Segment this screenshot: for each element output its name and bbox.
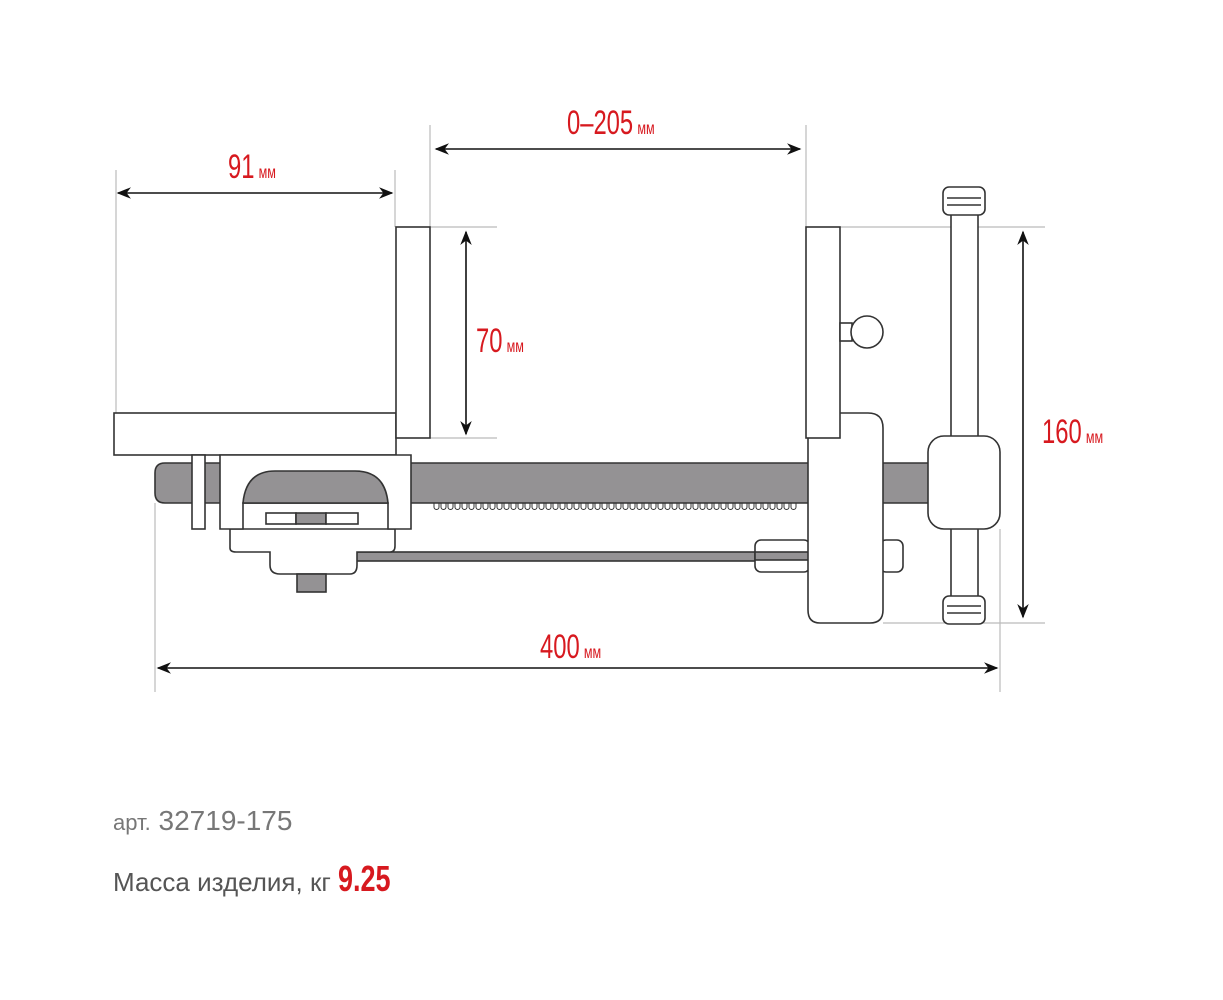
rack-tooth (531, 503, 538, 510)
rack-tooth (594, 503, 601, 510)
article-label: арт. (113, 810, 151, 835)
rack-tooth (580, 503, 587, 510)
rack-tooth (755, 503, 762, 510)
rack-tooth (643, 503, 650, 510)
rack-tooth (475, 503, 482, 510)
rack-tooth (762, 503, 769, 510)
handle-cap-top (942, 186, 986, 216)
rack-tooth (461, 503, 468, 510)
product-mass: Масса изделия, кг 9.25 (113, 858, 408, 900)
rack-tooth (454, 503, 461, 510)
base-plate (113, 412, 397, 456)
rack-tooth (650, 503, 657, 510)
lower-rod (354, 551, 811, 562)
mass-label: Масса изделия, кг (113, 867, 331, 897)
rack-tooth (517, 503, 524, 510)
rack-tooth (433, 503, 440, 510)
rack-tooth (510, 503, 517, 510)
rack-tooth (538, 503, 545, 510)
rack-tooth (559, 503, 566, 510)
rack-tooth (489, 503, 496, 510)
rack-tooth (713, 503, 720, 510)
rack-tooth (545, 503, 552, 510)
rack-tooth (629, 503, 636, 510)
rack-tooth (790, 503, 797, 510)
rack-tooth (573, 503, 580, 510)
rack-tooth (524, 503, 531, 510)
lower-housing (229, 528, 396, 575)
article-number: арт. 32719-175 (113, 805, 292, 837)
movable-jaw (805, 226, 841, 439)
rack-tooth (657, 503, 664, 510)
vise (113, 186, 1001, 625)
rack-tooth (503, 503, 510, 510)
dome-nut (242, 470, 389, 504)
rack-tooth (664, 503, 671, 510)
rack-tooth (748, 503, 755, 510)
rack-tooth (587, 503, 594, 510)
rack-tooth (622, 503, 629, 510)
rack-tooth (566, 503, 573, 510)
rack-tooth (776, 503, 783, 510)
fixed-jaw (395, 226, 431, 439)
rack-tooth (678, 503, 685, 510)
rack-teeth (433, 503, 797, 510)
screw-nut (296, 573, 327, 593)
quick-release-knob (850, 315, 884, 349)
rack-tooth (601, 503, 608, 510)
rack-tooth (496, 503, 503, 510)
rack-tooth (734, 503, 741, 510)
rack-tooth (615, 503, 622, 510)
clamp-post (191, 454, 206, 530)
rack-tooth (727, 503, 734, 510)
rack-tooth (482, 503, 489, 510)
handle-bar (950, 213, 979, 598)
rack-tooth (440, 503, 447, 510)
rack-tooth (692, 503, 699, 510)
rack-tooth (552, 503, 559, 510)
rack-tooth (699, 503, 706, 510)
handle-cap-bottom (942, 595, 986, 625)
movable-jaw-body (807, 412, 884, 624)
rack-tooth (706, 503, 713, 510)
mass-value: 9.25 (338, 858, 391, 899)
rack-tooth (671, 503, 678, 510)
extension-lines (115, 125, 1045, 692)
rack-tooth (769, 503, 776, 510)
rack-tooth (636, 503, 643, 510)
rack-tooth (468, 503, 475, 510)
rack-tooth (447, 503, 454, 510)
rack-tooth (720, 503, 727, 510)
rack-tooth (685, 503, 692, 510)
rack-tooth (608, 503, 615, 510)
rack-tooth (783, 503, 790, 510)
article-value: 32719-175 (158, 805, 293, 836)
rack-tooth (741, 503, 748, 510)
handle-hub (927, 435, 1001, 530)
